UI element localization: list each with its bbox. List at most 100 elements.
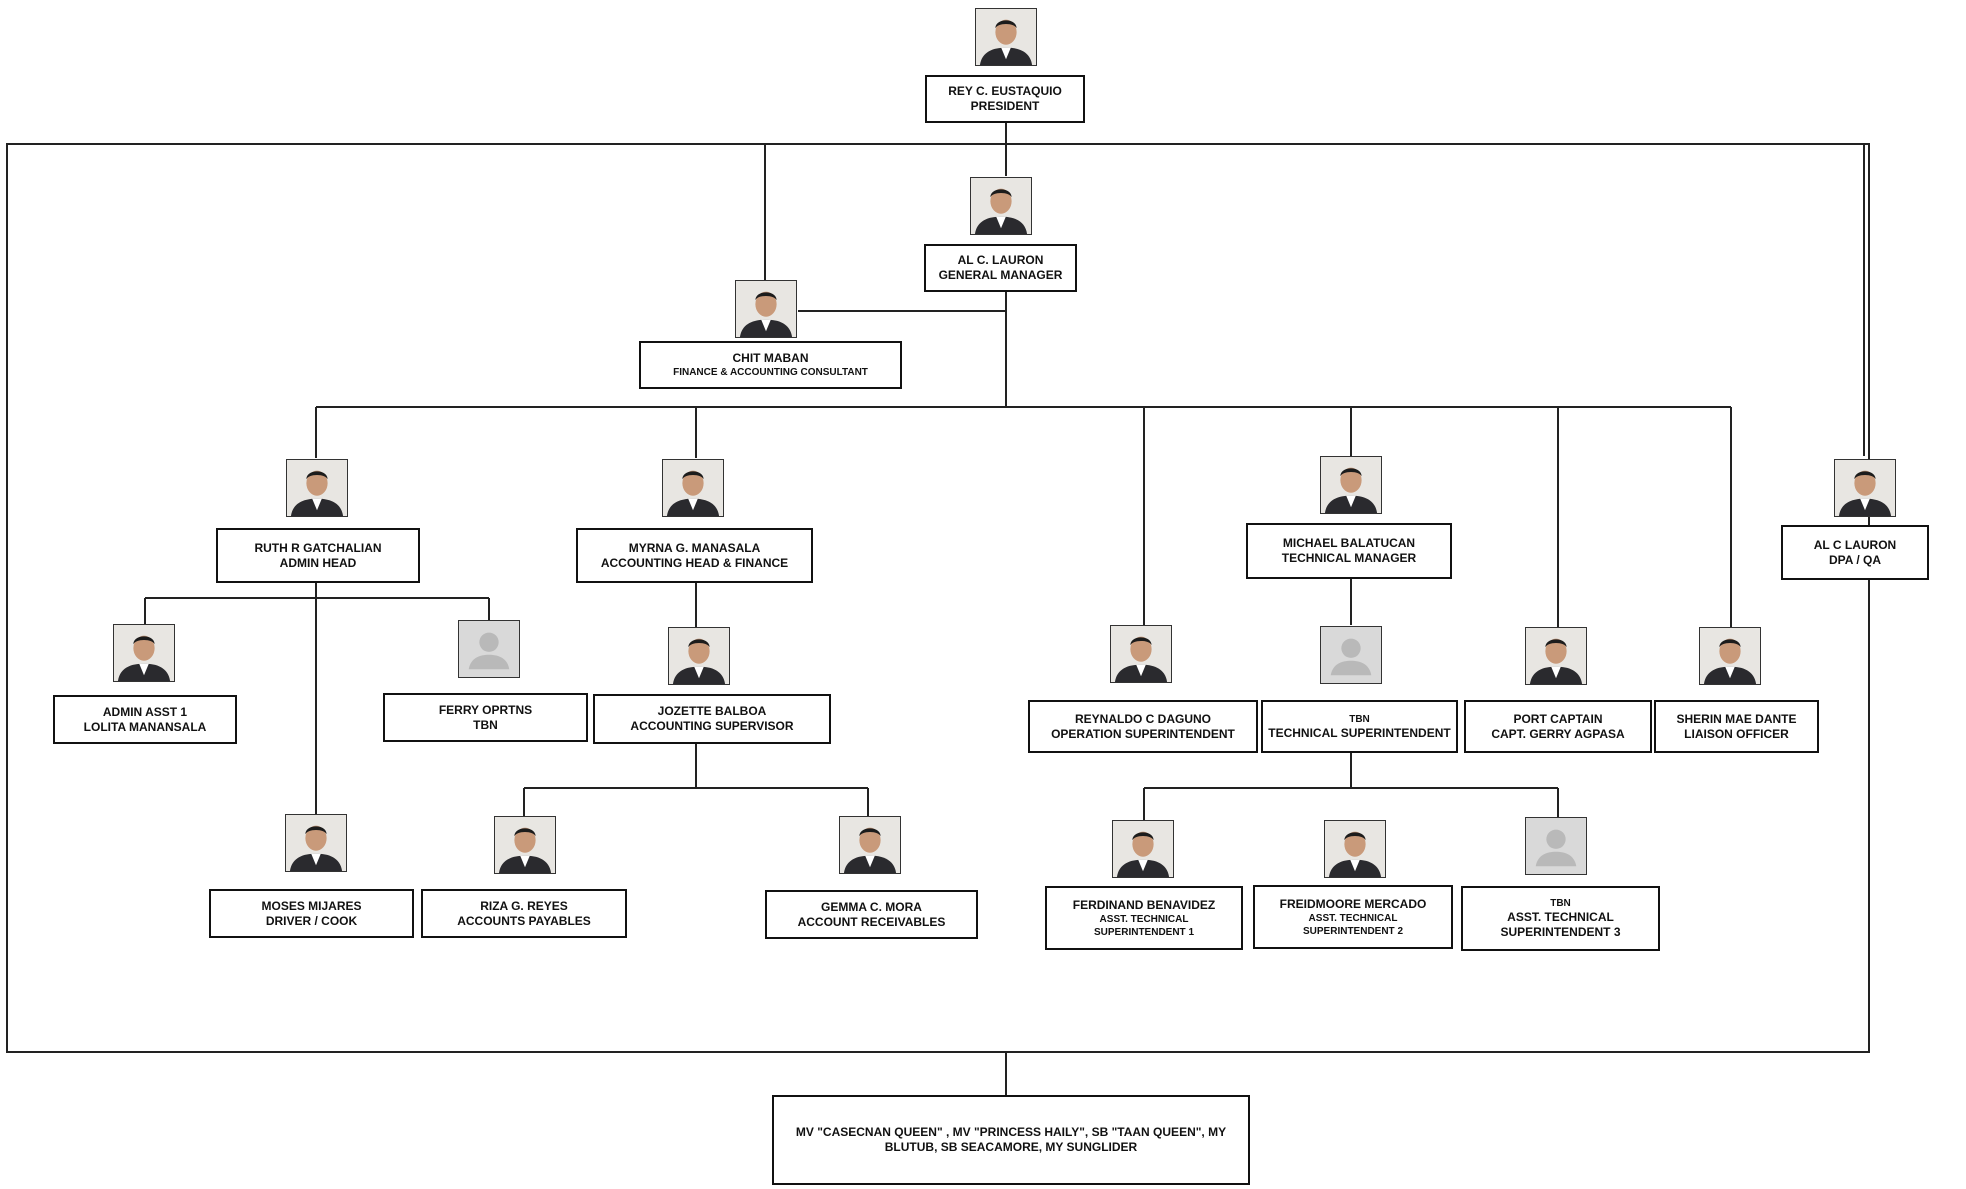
technical-superintendent-photo	[1320, 626, 1382, 684]
admin-head-name: RUTH R GATCHALIAN	[254, 540, 382, 555]
ferry-oprtns-photo	[458, 620, 520, 678]
finance-consultant-photo	[735, 280, 797, 338]
driver-name: MOSES MIJARES	[261, 898, 362, 913]
admin-head-box: RUTH R GATCHALIAN ADMIN HEAD	[216, 528, 420, 583]
ferry-oprtns-title: TBN	[473, 717, 498, 732]
accounts-payables-photo	[494, 816, 556, 874]
account-receivables-photo	[839, 816, 901, 874]
accounts-payables-title: ACCOUNTS PAYABLES	[457, 913, 591, 928]
president-box: REY C. EUSTAQUIO PRESIDENT	[925, 75, 1085, 123]
president-title: PRESIDENT	[970, 99, 1040, 113]
person-photo-icon	[1325, 821, 1385, 877]
accounts-payables-box: RIZA G. REYES ACCOUNTS PAYABLES	[421, 889, 627, 938]
person-photo-icon	[669, 628, 729, 684]
technical-superintendent-box: TBN TECHNICAL SUPERINTENDENT	[1261, 700, 1458, 753]
driver-title: DRIVER / COOK	[265, 913, 358, 928]
placeholder-avatar-icon	[1321, 627, 1381, 683]
technical-manager-photo	[1320, 456, 1382, 514]
dpa-qa-title: DPA / QA	[1828, 552, 1881, 567]
finance-consultant-box: CHIT MABAN FINANCE & ACCOUNTING CONSULTA…	[639, 341, 902, 389]
person-photo-icon	[663, 460, 723, 516]
general-manager-box: AL C. LAURON GENERAL MANAGER	[924, 244, 1077, 292]
asst-tech-3-box: TBN ASST. TECHNICAL SUPERINTENDENT 3	[1461, 886, 1660, 951]
person-photo-icon	[736, 281, 796, 337]
liaison-officer-photo	[1699, 627, 1761, 685]
port-captain-name: PORT CAPTAIN	[1513, 711, 1603, 726]
driver-box: MOSES MIJARES DRIVER / COOK	[209, 889, 414, 938]
driver-photo	[285, 814, 347, 872]
asst-tech-1-box: FERDINAND BENAVIDEZ ASST. TECHNICAL SUPE…	[1045, 886, 1243, 950]
technical-manager-box: MICHAEL BALATUCAN TECHNICAL MANAGER	[1246, 523, 1452, 579]
vessels-line1: MV "CASECNAN QUEEN" , MV "PRINCESS HAILY…	[795, 1125, 1227, 1139]
operation-superintendent-photo	[1110, 625, 1172, 683]
admin-head-photo	[286, 459, 348, 517]
accounting-head-box: MYRNA G. MANASALA ACCOUNTING HEAD & FINA…	[576, 528, 813, 583]
accounting-supervisor-title: ACCOUNTING SUPERVISOR	[630, 719, 794, 733]
person-photo-icon	[1321, 457, 1381, 513]
admin-asst-title: LOLITA MANANSALA	[83, 719, 207, 734]
person-photo-icon	[287, 460, 347, 516]
asst-tech-1-name: FERDINAND BENAVIDEZ	[1072, 897, 1216, 912]
asst-tech-2-title-line2: SUPERINTENDENT 2	[1302, 925, 1403, 937]
operation-superintendent-name: REYNALDO C DAGUNO	[1074, 711, 1211, 726]
ferry-oprtns-name: FERRY OPRTNS	[438, 702, 533, 717]
general-manager-photo	[970, 177, 1032, 235]
operation-superintendent-title: OPERATION SUPERINTENDENT	[1051, 726, 1235, 741]
asst-tech-3-name: TBN	[1550, 898, 1571, 909]
admin-head-title: ADMIN HEAD	[279, 555, 357, 570]
vessels-line2: BLUTUB, SB SEACAMORE, MY SUNGLIDER	[884, 1140, 1138, 1154]
technical-superintendent-title: TECHNICAL SUPERINTENDENT	[1268, 725, 1451, 740]
person-photo-icon	[1113, 821, 1173, 877]
accounting-supervisor-box: JOZETTE BALBOA ACCOUNTING SUPERVISOR	[593, 694, 831, 744]
liaison-officer-box: SHERIN MAE DANTE LIAISON OFFICER	[1654, 700, 1819, 753]
technical-superintendent-name: TBN	[1349, 713, 1370, 725]
ferry-oprtns-box: FERRY OPRTNS TBN	[383, 693, 588, 742]
person-photo-icon	[286, 815, 346, 871]
vessels-box: MV "CASECNAN QUEEN" , MV "PRINCESS HAILY…	[772, 1095, 1250, 1185]
finance-consultant-name: CHIT MABAN	[732, 351, 809, 365]
person-photo-icon	[114, 625, 174, 681]
general-manager-name: AL C. LAURON	[957, 253, 1044, 267]
accounting-head-title: ACCOUNTING HEAD & FINANCE	[600, 555, 789, 570]
admin-asst-photo	[113, 624, 175, 682]
asst-tech-3-title-line2: SUPERINTENDENT 3	[1500, 925, 1621, 939]
account-receivables-title: ACCOUNT RECEIVABLES	[797, 914, 946, 929]
organization-frame	[6, 143, 1870, 1053]
asst-tech-2-box: FREIDMOORE MERCADO ASST. TECHNICAL SUPER…	[1253, 885, 1453, 949]
asst-tech-1-title-line1: ASST. TECHNICAL	[1099, 913, 1189, 925]
technical-manager-name: MICHAEL BALATUCAN	[1282, 536, 1416, 550]
president-photo	[975, 8, 1037, 66]
person-photo-icon	[495, 817, 555, 873]
person-photo-icon	[976, 9, 1036, 65]
admin-asst-box: ADMIN ASST 1 LOLITA MANANSALA	[53, 695, 237, 744]
person-photo-icon	[1700, 628, 1760, 684]
dpa-qa-photo	[1834, 459, 1896, 517]
dpa-qa-box: AL C LAURON DPA / QA	[1781, 525, 1929, 580]
port-captain-photo	[1525, 627, 1587, 685]
liaison-officer-title: LIAISON OFFICER	[1684, 726, 1789, 741]
placeholder-avatar-icon	[459, 621, 519, 677]
liaison-officer-name: SHERIN MAE DANTE	[1676, 711, 1797, 726]
president-name: REY C. EUSTAQUIO	[948, 84, 1062, 98]
asst-tech-1-title-line2: SUPERINTENDENT 1	[1093, 926, 1194, 938]
asst-tech-1-photo	[1112, 820, 1174, 878]
account-receivables-box: GEMMA C. MORA ACCOUNT RECEIVABLES	[765, 890, 978, 939]
asst-tech-3-title-line1: ASST. TECHNICAL	[1507, 910, 1614, 924]
accounting-supervisor-photo	[668, 627, 730, 685]
accounting-head-name: MYRNA G. MANASALA	[628, 540, 761, 555]
finance-consultant-title: FINANCE & ACCOUNTING CONSULTANT	[673, 367, 868, 378]
person-photo-icon	[1111, 626, 1171, 682]
port-captain-title: CAPT. GERRY AGPASA	[1491, 726, 1625, 741]
accounting-supervisor-name: JOZETTE BALBOA	[657, 704, 767, 718]
person-photo-icon	[971, 178, 1031, 234]
port-captain-box: PORT CAPTAIN CAPT. GERRY AGPASA	[1464, 700, 1652, 753]
asst-tech-2-photo	[1324, 820, 1386, 878]
admin-asst-name: ADMIN ASST 1	[102, 704, 188, 719]
accounts-payables-name: RIZA G. REYES	[480, 898, 568, 913]
technical-manager-title: TECHNICAL MANAGER	[1281, 551, 1417, 565]
dpa-qa-name: AL C LAURON	[1813, 537, 1897, 552]
account-receivables-name: GEMMA C. MORA	[821, 899, 922, 914]
asst-tech-2-title-line1: ASST. TECHNICAL	[1308, 912, 1398, 924]
general-manager-title: GENERAL MANAGER	[938, 268, 1063, 282]
